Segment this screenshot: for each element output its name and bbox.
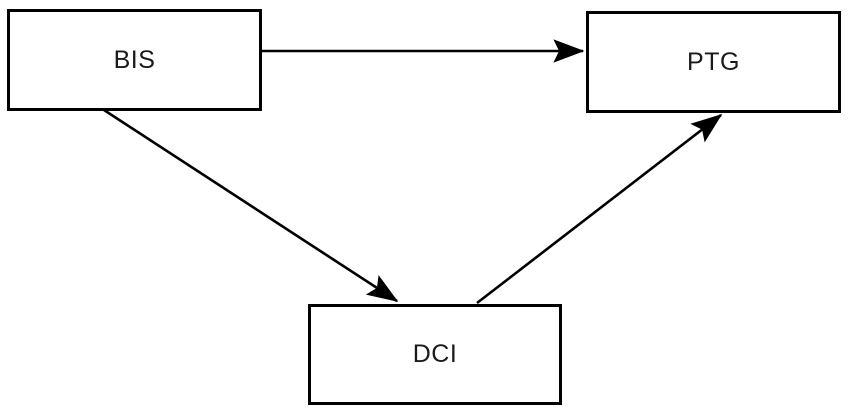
- node-ptg[interactable]: PTG: [586, 11, 841, 113]
- edge-bis-to-dci: [103, 108, 399, 303]
- node-dci[interactable]: DCI: [308, 304, 562, 405]
- node-bis-label: BIS: [113, 45, 156, 74]
- node-ptg-label: PTG: [687, 47, 740, 76]
- edge-dci-to-ptg: [476, 113, 723, 305]
- edge-line-bis-to-dci: [103, 108, 399, 303]
- node-bis[interactable]: BIS: [7, 9, 262, 111]
- edge-line-dci-to-ptg: [476, 113, 723, 305]
- node-dci-label: DCI: [412, 340, 458, 368]
